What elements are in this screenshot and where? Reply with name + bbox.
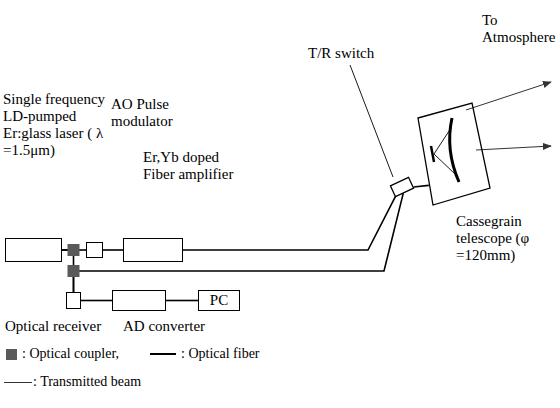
node-label: Optical receiver bbox=[5, 318, 101, 335]
optical-fiber bbox=[81, 300, 112, 302]
telescope-frame bbox=[418, 103, 490, 205]
node-label: Cassegrain telescope (φ =120mm) bbox=[456, 213, 552, 264]
optical-coupler bbox=[68, 265, 80, 277]
optical-coupler bbox=[68, 244, 80, 256]
leader-line bbox=[350, 65, 393, 177]
pc-box: PC bbox=[198, 290, 240, 311]
node-label: AO Pulse modulator bbox=[111, 96, 181, 130]
telescope-outline bbox=[412, 98, 496, 210]
receiver-box: Optical receiver bbox=[66, 292, 81, 309]
node-label: AD converter bbox=[123, 318, 205, 335]
amplifier-box: Er,Yb doped Fiber amplifier bbox=[123, 238, 183, 262]
optical-fiber bbox=[103, 249, 123, 251]
transmitted-beam bbox=[476, 146, 551, 150]
legend-text: : Optical fiber bbox=[181, 346, 260, 362]
laser-box: Single frequency LD-pumped Er:glass lase… bbox=[5, 238, 62, 262]
legend-line bbox=[150, 353, 176, 355]
transmitted-beam bbox=[466, 82, 551, 110]
telescope: Cassegrain telescope (φ =120mm) bbox=[412, 98, 496, 210]
optical-fiber bbox=[74, 193, 404, 292]
switch-body bbox=[390, 177, 413, 196]
legend-line bbox=[4, 382, 32, 383]
primary-mirror bbox=[450, 118, 459, 182]
legend-swatch bbox=[6, 349, 17, 360]
direction-label: To Atmosphere bbox=[482, 12, 560, 46]
modulator-box: AO Pulse modulator bbox=[86, 242, 103, 258]
node-label: Er,Yb doped Fiber amplifier bbox=[143, 149, 241, 183]
legend-item: : Optical fiber bbox=[150, 346, 260, 362]
legend-text: : Transmitted beam bbox=[33, 374, 141, 390]
node-label: PC bbox=[199, 291, 239, 309]
internal-beam bbox=[434, 128, 455, 174]
optical-fiber bbox=[414, 185, 429, 187]
converter-box: AD converter bbox=[112, 290, 166, 311]
node-label: Single frequency LD-pumped Er:glass lase… bbox=[3, 91, 107, 159]
legend-text: : Optical coupler, bbox=[22, 346, 119, 362]
node-label: T/R switch bbox=[308, 45, 374, 62]
switch-box: T/R switch bbox=[389, 176, 415, 198]
legend-item: : Optical coupler, bbox=[6, 346, 119, 362]
optical-fiber bbox=[166, 300, 198, 302]
switch-outline bbox=[389, 176, 415, 198]
secondary-mirror bbox=[431, 146, 434, 162]
legend-item: : Transmitted beam bbox=[4, 374, 141, 390]
optical-fiber bbox=[183, 196, 396, 250]
